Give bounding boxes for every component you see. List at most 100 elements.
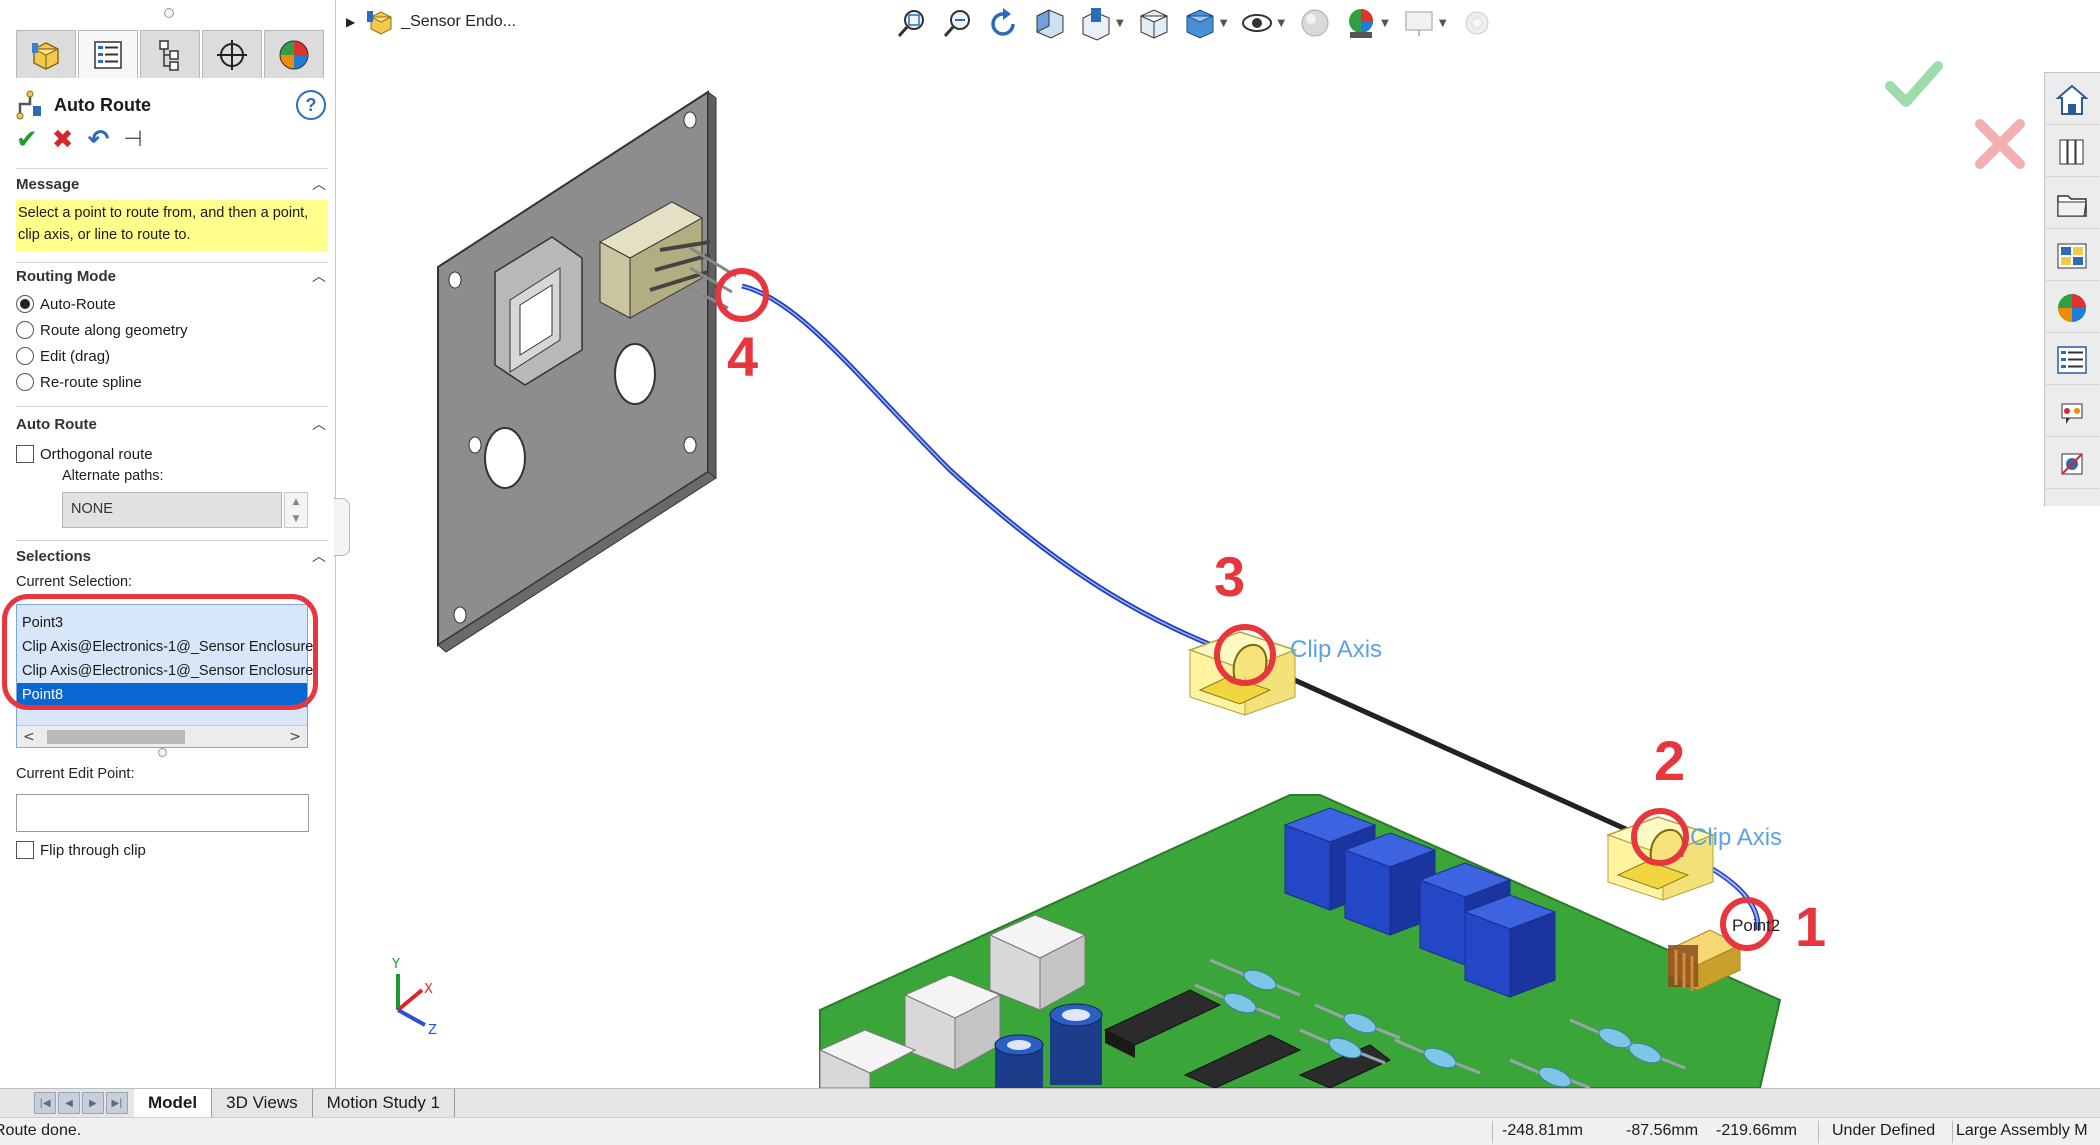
- appearances-button[interactable]: [1341, 3, 1381, 43]
- tab-property-manager[interactable]: [78, 30, 138, 78]
- alternate-paths-spinner[interactable]: ▲ ▼: [284, 492, 308, 528]
- checkbox[interactable]: [16, 841, 34, 859]
- spin-down-icon[interactable]: ▼: [292, 513, 300, 524]
- scrollbar-thumb[interactable]: [47, 730, 185, 744]
- current-selection-list[interactable]: Point3 Clip Axis@Electronics-1@_Sensor E…: [16, 604, 314, 748]
- prev-tab-icon[interactable]: ◀: [58, 1092, 80, 1114]
- svg-text:Z: Z: [428, 1023, 437, 1038]
- current-edit-point-field[interactable]: [16, 794, 309, 832]
- selections-section-header[interactable]: Selections ︿: [16, 544, 326, 568]
- expand-caret-icon[interactable]: ▶: [346, 15, 356, 29]
- message-text: Select a point to route from, and then a…: [16, 200, 328, 252]
- ok-button[interactable]: ✔: [16, 125, 38, 155]
- message-section-header[interactable]: Message ︿: [16, 172, 326, 196]
- horizontal-scrollbar[interactable]: < >: [17, 725, 307, 747]
- tab-feature-manager[interactable]: [16, 30, 76, 78]
- undo-button[interactable]: ↶: [87, 125, 110, 155]
- display-style-button[interactable]: [1134, 3, 1174, 43]
- chevron-up-icon[interactable]: ︿: [312, 416, 326, 432]
- tab-design-library[interactable]: [2045, 127, 2099, 177]
- list-item[interactable]: Clip Axis@Electronics-1@_Sensor Enclosur…: [22, 663, 314, 679]
- list-resize-handle[interactable]: [158, 748, 167, 757]
- chevron-down-icon[interactable]: ▼: [1438, 17, 1447, 29]
- flyout-feature-tree[interactable]: ▶ _Sensor Endo...: [346, 6, 516, 38]
- tab-dimxpert-manager[interactable]: [202, 30, 262, 78]
- clip-axis-label[interactable]: Clip Axis: [1290, 636, 1383, 663]
- first-tab-icon[interactable]: |◀: [34, 1092, 56, 1114]
- cancel-button[interactable]: ✖: [51, 125, 74, 155]
- chevron-up-icon[interactable]: ︿: [312, 548, 326, 564]
- callout-3: 3: [1214, 545, 1246, 608]
- chevron-up-icon[interactable]: ︿: [312, 268, 326, 284]
- radio-auto-route[interactable]: Auto-Route: [16, 292, 116, 316]
- view-settings-button[interactable]: [1399, 3, 1439, 43]
- radio-edit-drag[interactable]: Edit (drag): [16, 344, 110, 368]
- pin-button[interactable]: ⊣: [123, 127, 143, 152]
- tab-display-manager[interactable]: [264, 30, 324, 78]
- document-name[interactable]: _Sensor Endo...: [401, 13, 516, 30]
- realview-button[interactable]: [1457, 3, 1497, 43]
- scroll-right-icon[interactable]: >: [289, 728, 301, 745]
- scroll-left-icon[interactable]: <: [23, 728, 35, 745]
- chevron-down-icon[interactable]: ▼: [1219, 17, 1228, 29]
- tab-custom-properties[interactable]: [2045, 335, 2099, 385]
- alternate-paths-field[interactable]: NONE: [62, 492, 282, 528]
- confirm-cancel-icon[interactable]: [1972, 116, 2028, 172]
- apply-scene-button[interactable]: [1295, 3, 1335, 43]
- display-manager-icon: [279, 40, 309, 69]
- tab-model[interactable]: Model: [134, 1089, 213, 1117]
- last-tab-icon[interactable]: ▶|: [106, 1092, 128, 1114]
- hide-show-items-button[interactable]: [1180, 3, 1220, 43]
- spin-up-icon[interactable]: ▲: [292, 496, 300, 507]
- large-assembly-mode[interactable]: Large Assembly M: [1956, 1122, 2088, 1139]
- orthogonal-route-checkbox[interactable]: Orthogonal route: [16, 442, 153, 466]
- checkbox[interactable]: [16, 445, 34, 463]
- radio-route-along-geometry[interactable]: Route along geometry: [16, 318, 188, 342]
- radio-button[interactable]: [16, 347, 34, 365]
- section-view-button[interactable]: [1030, 3, 1070, 43]
- tab-configuration-manager[interactable]: [140, 30, 200, 78]
- help-button[interactable]: ?: [296, 90, 326, 120]
- tab-routing-library[interactable]: [2045, 439, 2099, 489]
- edit-appearance-button[interactable]: [1237, 3, 1277, 43]
- confirm-ok-icon[interactable]: [1884, 58, 1944, 114]
- list-item[interactable]: Clip Axis@Electronics-1@_Sensor Enclosur…: [22, 639, 314, 655]
- tab-solidworks-forum[interactable]: [2045, 387, 2099, 437]
- resistors: [1194, 958, 1686, 1090]
- zoom-to-area-button[interactable]: [938, 3, 978, 43]
- chevron-down-icon[interactable]: ▼: [1381, 17, 1389, 29]
- tab-view-palette[interactable]: [2045, 231, 2099, 281]
- tab-motion-study-1[interactable]: Motion Study 1: [312, 1089, 456, 1117]
- status-message: Route done.: [0, 1122, 82, 1139]
- chevron-up-icon[interactable]: ︿: [312, 176, 326, 192]
- clip-axis-label[interactable]: Clip Axis: [1690, 824, 1783, 851]
- feature-manager-icon: [32, 41, 59, 70]
- flip-through-clip-checkbox[interactable]: Flip through clip: [16, 838, 146, 862]
- point-label[interactable]: Point2: [1732, 916, 1781, 935]
- radio-button[interactable]: [16, 321, 34, 339]
- tab-file-explorer[interactable]: [2045, 179, 2099, 229]
- next-tab-icon[interactable]: ▶: [82, 1092, 104, 1114]
- chevron-down-icon[interactable]: ▼: [1277, 17, 1286, 29]
- radio-reroute-spline[interactable]: Re-route spline: [16, 370, 142, 394]
- radio-button[interactable]: [16, 373, 34, 391]
- section-title: Message: [16, 175, 80, 193]
- tab-3d-views[interactable]: 3D Views: [212, 1089, 313, 1117]
- auto-route-section-header[interactable]: Auto Route ︿: [16, 412, 326, 436]
- tab-appearances-scenes[interactable]: [2045, 283, 2099, 333]
- zoom-to-fit-button[interactable]: [892, 3, 932, 43]
- radio-button[interactable]: [16, 295, 34, 313]
- list-item[interactable]: Point3: [22, 615, 64, 631]
- graphics-area[interactable]: Y X Z 4 3 2 1 Clip Axis Clip Axis Point2: [350, 44, 2044, 1090]
- divider: [1952, 1121, 1953, 1143]
- panel-splitter-handle[interactable]: [334, 498, 350, 556]
- current-selection-label: Current Selection:: [16, 574, 133, 590]
- routing-mode-section-header[interactable]: Routing Mode ︿: [16, 264, 326, 288]
- previous-view-button[interactable]: [984, 3, 1024, 43]
- view-orientation-button[interactable]: [1076, 3, 1116, 43]
- collapse-handle[interactable]: [164, 8, 174, 18]
- chevron-down-icon[interactable]: ▼: [1116, 17, 1124, 29]
- tab-solidworks-resources[interactable]: [2045, 75, 2099, 125]
- divider: [16, 262, 328, 263]
- list-item[interactable]: Point8: [17, 683, 307, 707]
